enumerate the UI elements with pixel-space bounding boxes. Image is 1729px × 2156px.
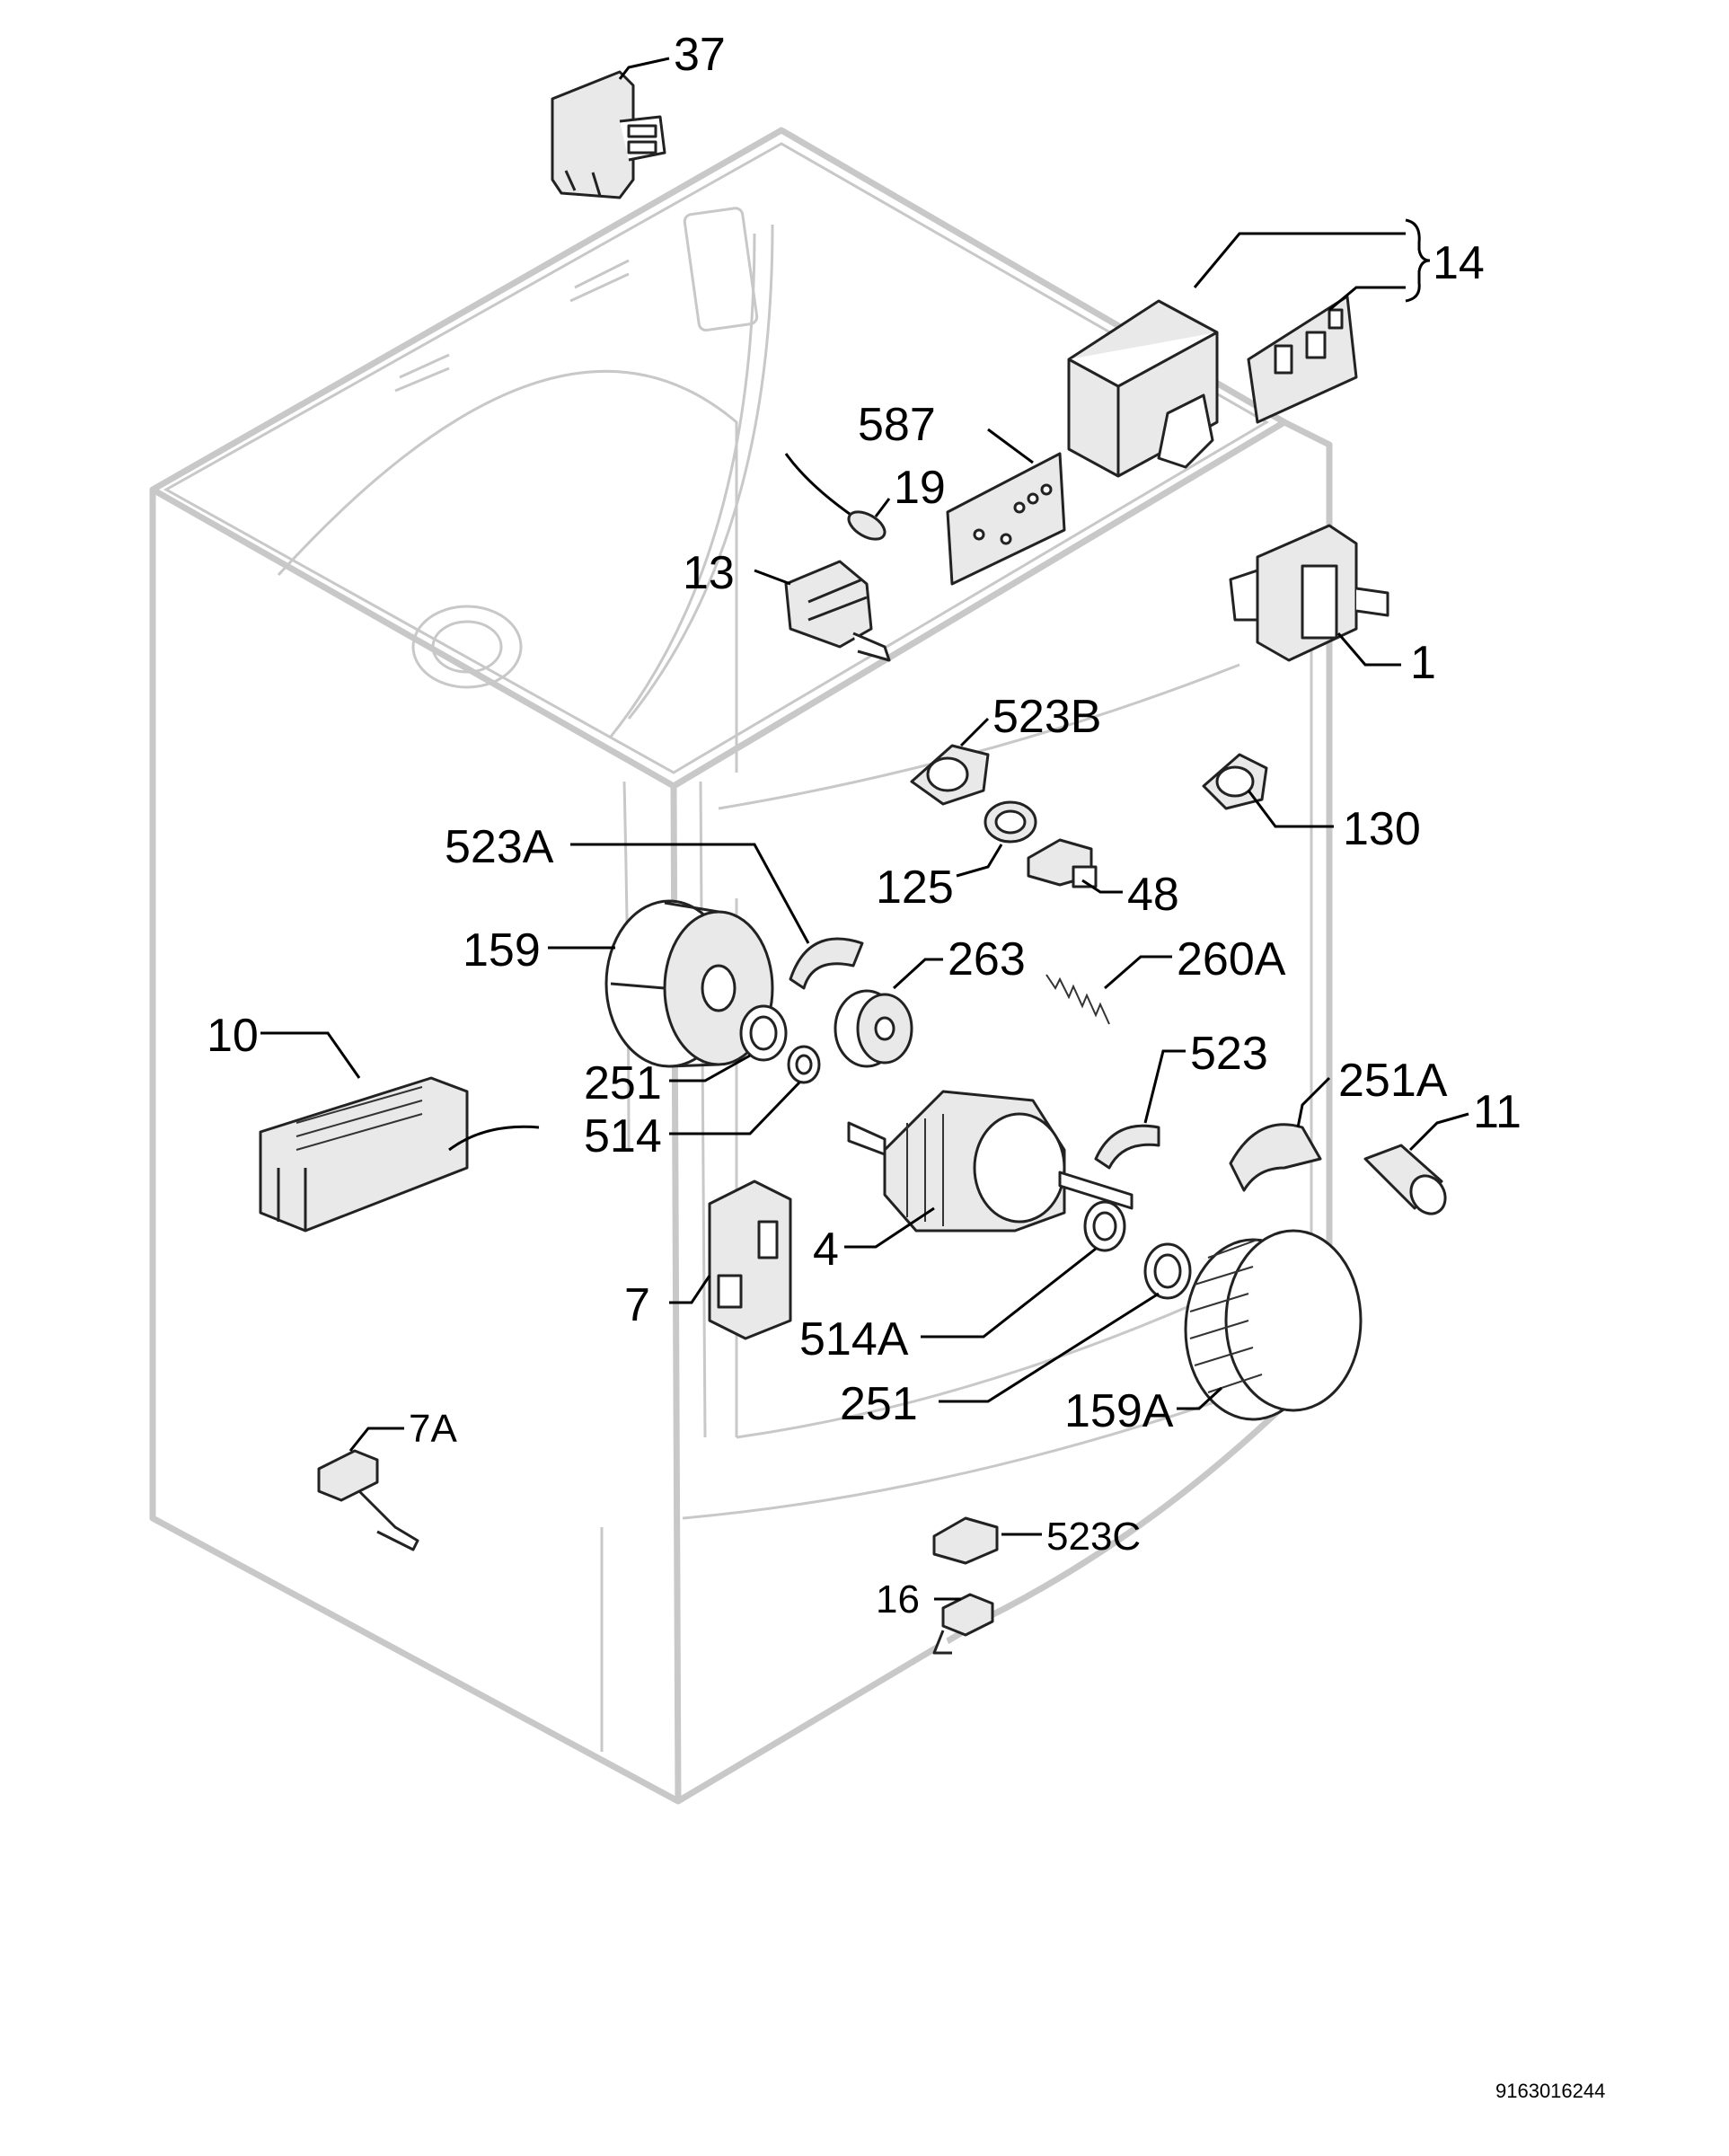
document-id: 9163016244 (1495, 2080, 1605, 2102)
label-159: 159 (463, 924, 541, 976)
label-19: 19 (894, 462, 946, 514)
label-37: 37 (674, 29, 726, 81)
part-7-door-lock (708, 1180, 792, 1340)
part-159A-blower (1184, 1229, 1363, 1421)
part-587-pcb (946, 452, 1066, 586)
part-523B-bracket (910, 744, 990, 806)
label-4: 4 (813, 1224, 839, 1276)
leader-lines (260, 57, 1469, 1601)
label-514A: 514A (799, 1313, 909, 1365)
part-514-ring-upper (787, 1045, 821, 1084)
label-10: 10 (207, 1010, 259, 1062)
label-1: 1 (1410, 637, 1436, 689)
label-11: 11 (1473, 1086, 1522, 1138)
part-263-pulley (834, 989, 913, 1068)
label-251-upper: 251 (584, 1057, 662, 1109)
part-159-fan-wheel (604, 899, 774, 1068)
part-48-thermostat (1027, 838, 1098, 888)
part-7A-microswitch (317, 1449, 419, 1551)
part-125-ring (984, 800, 1037, 844)
label-14: 14 (1433, 237, 1485, 289)
part-4-motor (847, 1090, 1134, 1233)
part-251-ring-lower (1143, 1242, 1192, 1300)
callout-labels: 37 14 587 19 13 1 523B 130 523A 125 48 1… (207, 29, 1605, 2102)
label-523B: 523B (992, 691, 1101, 743)
part-523C-bracket (932, 1516, 999, 1565)
label-48: 48 (1127, 869, 1179, 921)
label-260A: 260A (1177, 933, 1286, 985)
label-16: 16 (876, 1577, 920, 1621)
part-13-switch (784, 560, 891, 662)
part-16-microswitch (932, 1593, 994, 1655)
part-523-bracket (1094, 1124, 1160, 1170)
part-10-heater (259, 1076, 540, 1233)
part-514A-ring (1083, 1200, 1126, 1252)
label-523A: 523A (445, 821, 554, 873)
label-7: 7 (624, 1279, 650, 1331)
part-523A-bracket (789, 937, 864, 990)
part-251A-cover (1229, 1123, 1322, 1192)
label-251-lower: 251 (840, 1378, 918, 1430)
label-125: 125 (876, 862, 954, 914)
label-7A: 7A (409, 1407, 457, 1451)
part-11-capacitor (1363, 1144, 1447, 1215)
label-587: 587 (858, 399, 936, 451)
part-19-sensor (784, 453, 887, 541)
label-130: 130 (1343, 803, 1421, 855)
bracket-14 (1405, 218, 1431, 303)
label-251A: 251A (1338, 1055, 1448, 1107)
label-514: 514 (584, 1110, 662, 1162)
part-37-interlock (551, 70, 666, 199)
label-13: 13 (683, 547, 735, 599)
part-260A-spring (1045, 974, 1110, 1025)
label-523: 523 (1190, 1028, 1268, 1080)
label-263: 263 (948, 933, 1026, 985)
part-251-ring-upper (739, 1004, 788, 1062)
part-14-module (1067, 295, 1358, 478)
label-523C: 523C (1046, 1515, 1141, 1559)
label-159A: 159A (1064, 1385, 1174, 1437)
part-1-selector (1229, 524, 1389, 662)
